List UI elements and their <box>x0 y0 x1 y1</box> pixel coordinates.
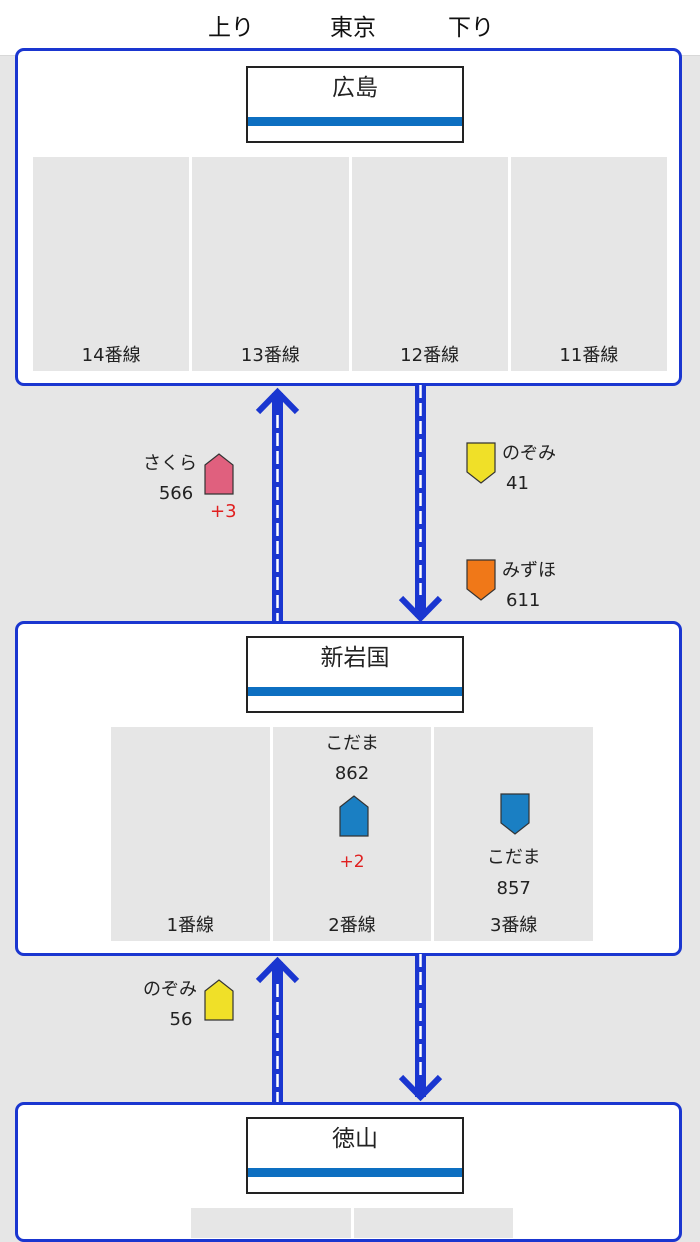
line-color-bar <box>248 1168 462 1177</box>
train-number: 56 <box>169 1009 193 1030</box>
track-label: 14番線 <box>81 345 141 366</box>
line-color-bar <box>248 687 462 696</box>
line-color-bar <box>248 117 462 126</box>
station-sign: 徳山 <box>246 1117 464 1194</box>
header-terminal-name: 東京 <box>330 15 376 41</box>
down-track-line <box>398 954 443 1102</box>
arrow-down-icon <box>398 1074 443 1102</box>
track-14[interactable]: 14番線 <box>33 157 190 371</box>
track-label: 13番線 <box>240 345 300 366</box>
platform-tracks: 1番線 こだま 862 +2 2番線 こだま 857 3番線 <box>111 727 594 941</box>
track-label: 12番線 <box>400 345 460 366</box>
track-2[interactable]: こだま 862 +2 2番線 <box>272 727 432 941</box>
station-card-shin-iwakuni[interactable]: 新岩国 1番線 こだま 862 +2 2番線 こだま 857 3番線 <box>15 621 682 956</box>
up-track-line <box>255 956 300 1104</box>
pentagon-down-icon[interactable] <box>466 559 496 601</box>
train-name: みずほ <box>502 560 556 581</box>
pentagon-up-icon[interactable] <box>204 453 234 495</box>
pentagon-up-icon[interactable] <box>339 795 369 837</box>
station-card-tokuyama[interactable]: 徳山 <box>15 1102 682 1242</box>
track-1[interactable]: 1番線 <box>111 727 270 941</box>
pentagon-down-icon[interactable] <box>500 793 530 835</box>
header-up-direction[interactable]: 上り <box>208 15 254 41</box>
train-name: のぞみ <box>502 443 556 464</box>
delay-badge: +2 <box>339 852 365 872</box>
train-number: 611 <box>506 590 541 611</box>
header-down-direction[interactable]: 下り <box>448 15 494 41</box>
train-nozomi-56[interactable]: のぞみ 56 <box>135 975 197 1035</box>
train-number: 857 <box>496 878 531 899</box>
station-sign: 新岩国 <box>246 636 464 713</box>
station-name: 新岩国 <box>320 645 390 671</box>
arrow-up-icon <box>255 956 300 984</box>
track-label: 1番線 <box>166 915 215 936</box>
station-name: 広島 <box>332 75 378 101</box>
pentagon-down-icon[interactable] <box>466 442 496 484</box>
pentagon-up-icon[interactable] <box>204 979 234 1021</box>
track-13[interactable]: 13番線 <box>192 157 349 371</box>
track-3[interactable]: こだま 857 3番線 <box>434 727 594 941</box>
track-label: 3番線 <box>489 915 538 936</box>
track-12[interactable]: 12番線 <box>351 157 508 371</box>
track-label: 2番線 <box>328 915 376 936</box>
train-sakura-566[interactable]: さくら 566 <box>135 449 197 509</box>
up-track-line <box>255 387 300 625</box>
delay-badge: +3 <box>210 501 237 522</box>
train-name: さくら <box>143 453 197 474</box>
train-name[interactable]: こだま <box>325 733 379 754</box>
train-mizuho-611[interactable]: みずほ 611 <box>502 556 556 616</box>
direction-header: 上り 東京 下り <box>0 0 700 56</box>
station-card-hiroshima[interactable]: 広島 14番線 13番線 12番線 11番線 <box>15 48 682 386</box>
arrow-up-icon <box>255 387 300 415</box>
train-number: 862 <box>334 763 370 784</box>
track-label: 11番線 <box>559 345 619 366</box>
train-number: 566 <box>158 483 194 504</box>
station-name: 徳山 <box>332 1126 378 1152</box>
train-number: 41 <box>506 473 529 494</box>
platform-tracks: 14番線 13番線 12番線 11番線 <box>33 157 667 371</box>
train-name[interactable]: こだま <box>486 847 541 868</box>
track-11[interactable]: 11番線 <box>510 157 667 371</box>
station-sign: 広島 <box>246 66 464 143</box>
down-track-line <box>398 385 443 623</box>
arrow-down-icon <box>398 595 443 623</box>
train-name: のぞみ <box>143 979 197 1000</box>
train-nozomi-41[interactable]: のぞみ 41 <box>502 439 556 499</box>
